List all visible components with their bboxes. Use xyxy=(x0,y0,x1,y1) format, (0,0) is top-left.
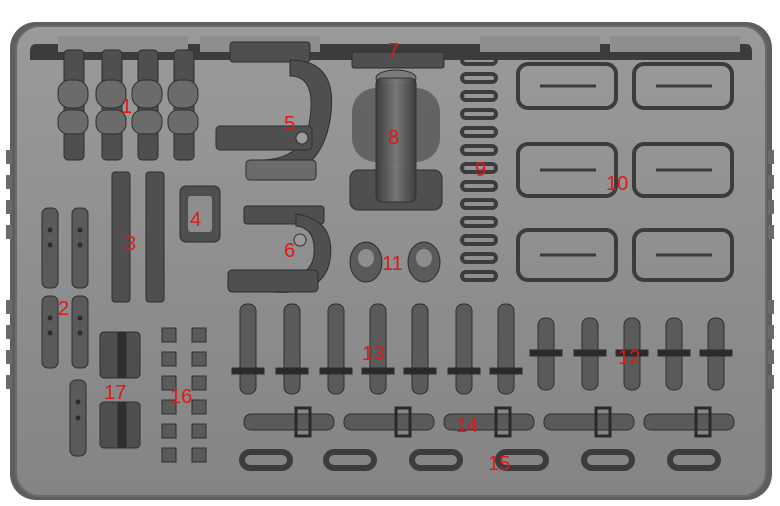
label-10: 10 xyxy=(606,173,628,195)
label-9: 9 xyxy=(475,159,486,181)
label-4: 4 xyxy=(190,209,201,231)
label-2: 2 xyxy=(58,298,69,320)
part-group-13 xyxy=(231,303,523,395)
part-group-16 xyxy=(161,327,207,463)
part-group-3 xyxy=(111,171,165,303)
part-group-15 xyxy=(239,449,721,471)
part-group-1 xyxy=(57,49,199,161)
label-3: 3 xyxy=(125,233,136,255)
part-group-11 xyxy=(349,241,441,283)
part-group-14 xyxy=(243,406,735,438)
label-5: 5 xyxy=(284,113,295,135)
part-group-6 xyxy=(227,205,332,293)
part-labels: 1 2 3 4 5 6 7 8 9 10 11 12 13 14 15 16 1… xyxy=(58,40,640,475)
part-group-12 xyxy=(529,317,733,391)
part-group-5 xyxy=(215,41,333,181)
label-7: 7 xyxy=(388,40,399,62)
part-group-7 xyxy=(351,51,445,69)
label-13: 13 xyxy=(362,343,384,365)
part-group-4 xyxy=(179,185,221,243)
part-group-8 xyxy=(349,69,443,211)
part-group-10 xyxy=(516,62,734,282)
label-1: 1 xyxy=(121,96,132,118)
label-11: 11 xyxy=(382,253,403,275)
part-group-9 xyxy=(460,54,498,282)
label-6: 6 xyxy=(284,240,295,262)
label-16: 16 xyxy=(170,386,192,408)
label-17: 17 xyxy=(104,382,126,404)
label-12: 12 xyxy=(618,347,640,369)
part-group-17 xyxy=(99,331,141,449)
label-8: 8 xyxy=(388,127,399,149)
label-14: 14 xyxy=(456,415,478,437)
label-15: 15 xyxy=(488,453,510,475)
part-group-2 xyxy=(41,207,89,457)
